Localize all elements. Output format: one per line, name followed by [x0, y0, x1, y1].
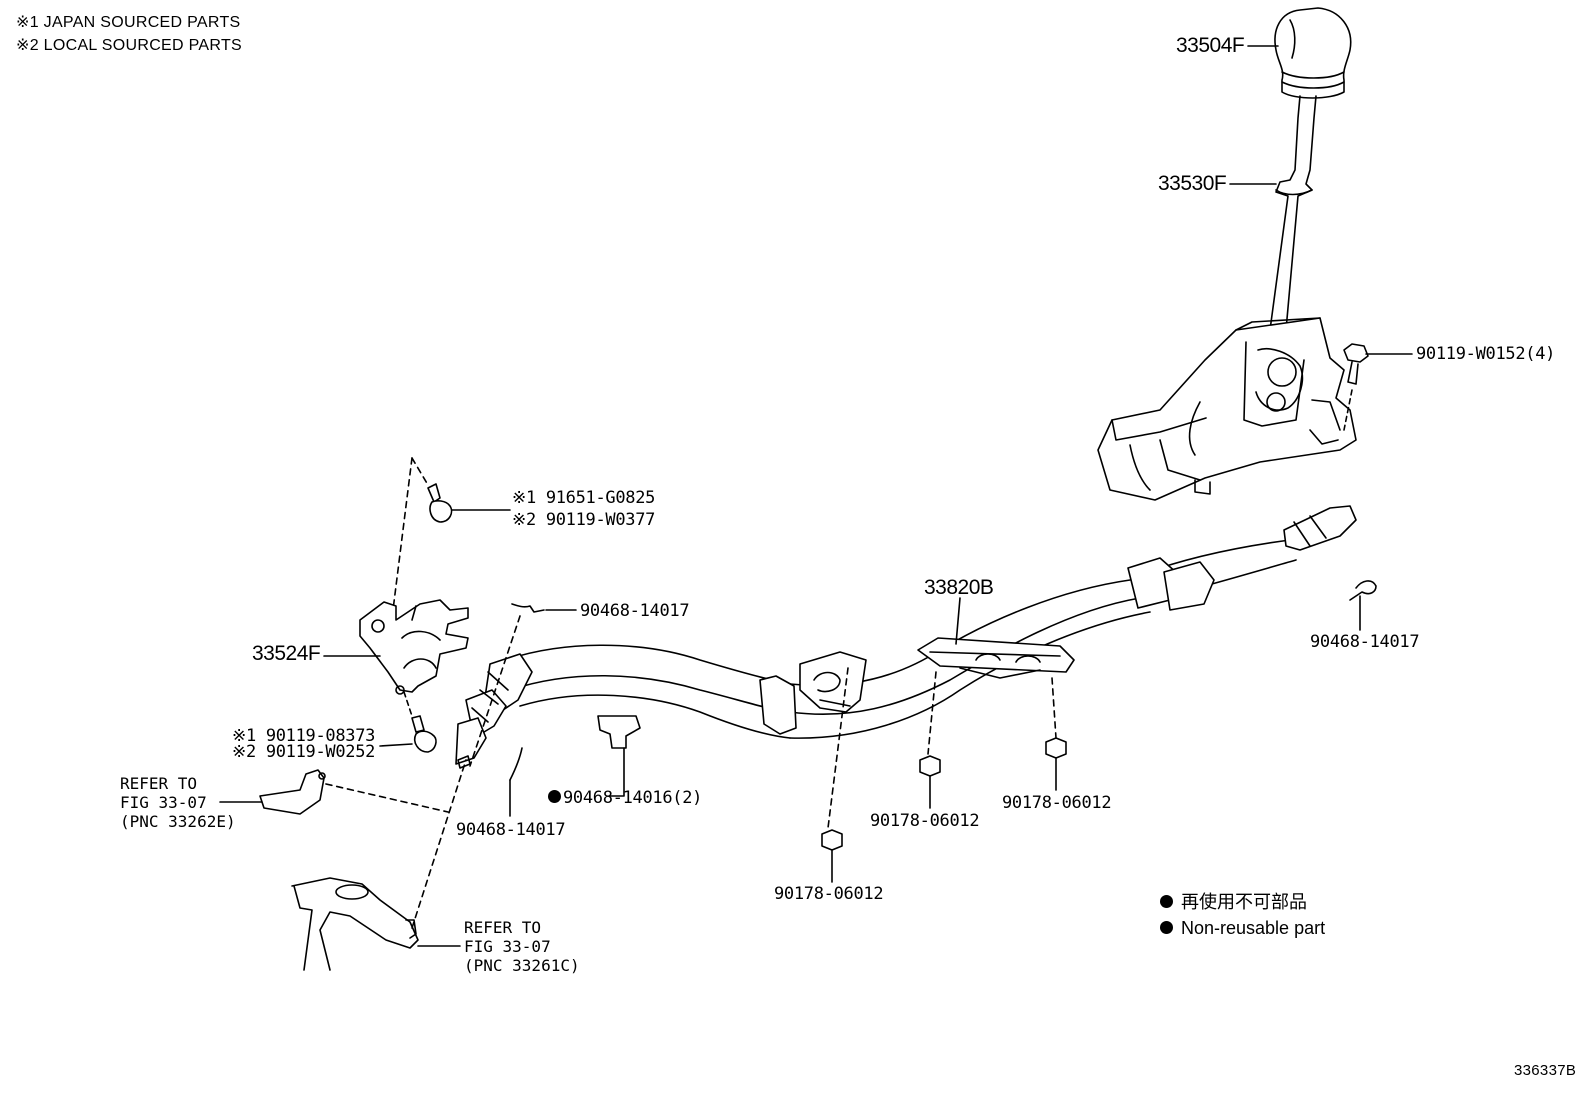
- shift-cable-drawing: [455, 505, 1357, 769]
- part-label-bracket[interactable]: 33524F: [252, 642, 321, 665]
- legend-non-reusable-en: Non-reusable part: [1160, 916, 1325, 940]
- middle-bracket-drawing: [799, 651, 867, 713]
- part-label-nut-b[interactable]: 90178-06012: [1002, 793, 1112, 813]
- legend-non-reusable-jp: 再使用不可部品: [1160, 890, 1307, 914]
- note-japan-sourced: ※1 JAPAN SOURCED PARTS: [16, 14, 241, 31]
- bracket-bolt-low-drawing: [379, 691, 437, 753]
- link-33262e-drawing: [219, 769, 449, 815]
- part-label-nut-c[interactable]: 90178-06012: [774, 884, 884, 904]
- shift-housing-drawing: [1097, 317, 1357, 501]
- part-label-bolt-low-1[interactable]: ※1 90119-08373: [232, 726, 376, 746]
- non-reusable-dot-icon: [548, 790, 561, 803]
- shift-knob-drawing: [1274, 7, 1352, 99]
- part-label-knob[interactable]: 33504F: [1176, 34, 1245, 57]
- clips-drawing: [509, 580, 1377, 817]
- part-label-clip-bottom[interactable]: 90468-14017: [456, 820, 566, 840]
- bracket-bolt-top-drawing: [387, 457, 511, 651]
- part-label-nut-a[interactable]: 90178-06012: [870, 811, 980, 831]
- part-label-bolt-top-2[interactable]: ※2 90119-W0377: [512, 510, 656, 530]
- leader-dashes: [469, 615, 1057, 829]
- part-label-clip-right[interactable]: 90468-14017: [1310, 632, 1420, 652]
- housing-bolt-drawing: [1343, 343, 1413, 431]
- part-label-housing-bolt[interactable]: 90119-W0152(4): [1416, 344, 1556, 364]
- legend-dot-icon: [1160, 895, 1173, 909]
- leader-lines: [955, 45, 1279, 645]
- legend-dot-icon: [1160, 921, 1173, 935]
- bracket-33524f-drawing: [323, 599, 469, 695]
- part-label-bolt-top-1[interactable]: ※1 91651-G0825: [512, 488, 656, 508]
- part-label-clip-top[interactable]: 90468-14017: [580, 601, 690, 621]
- part-label-cable[interactable]: 33820B: [924, 576, 994, 599]
- shift-lever-rod-drawing: [1269, 95, 1317, 331]
- part-label-clip-nonreusable[interactable]: 90468-14016(2): [548, 788, 702, 808]
- part-label-lever[interactable]: 33530F: [1158, 172, 1227, 195]
- figure-id: 336337B: [1514, 1062, 1577, 1079]
- lever-33261c-drawing: [291, 759, 467, 971]
- part-label-bolt-low-2[interactable]: ※2 90119-W0252: [232, 742, 376, 762]
- cable-bracket-drawing: [917, 637, 1075, 679]
- note-local-sourced: ※2 LOCAL SOURCED PARTS: [16, 37, 242, 54]
- nuts-drawing: [821, 737, 1067, 883]
